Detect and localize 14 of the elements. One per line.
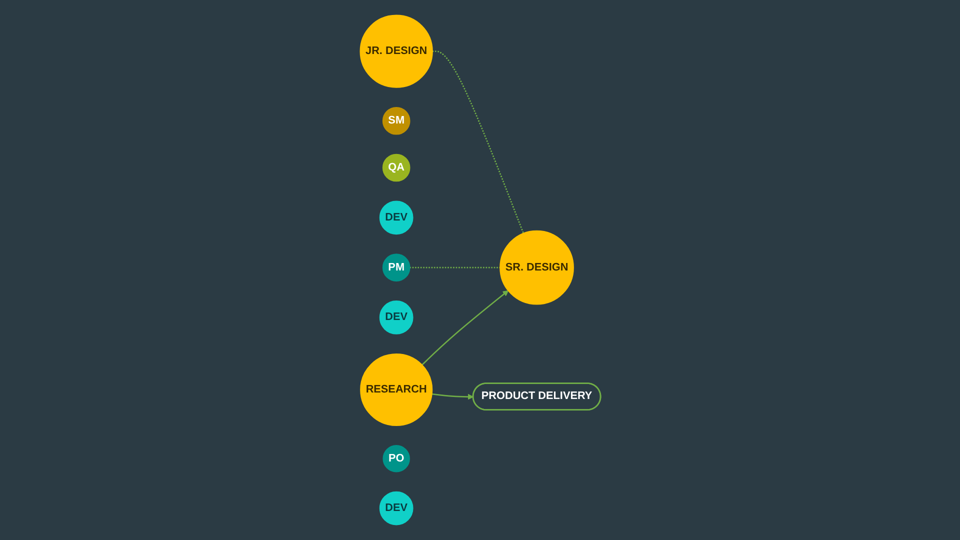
node-circle: PO [382,445,410,472]
node-circle: RESEARCH [360,353,432,426]
arrow [431,393,474,400]
node-circle: JR. DESIGN [359,14,432,88]
connector [409,266,500,268]
node-circle: SM [382,106,410,135]
node-circle: PM [382,254,410,282]
node-circle: DEV [378,200,413,235]
node-circle: QA [382,154,410,182]
node-circle: SR. DESIGN [499,230,574,305]
node-circle: DEV [378,491,413,526]
node-circle: DEV [378,300,413,334]
arrow [421,290,508,366]
connector [432,50,524,234]
